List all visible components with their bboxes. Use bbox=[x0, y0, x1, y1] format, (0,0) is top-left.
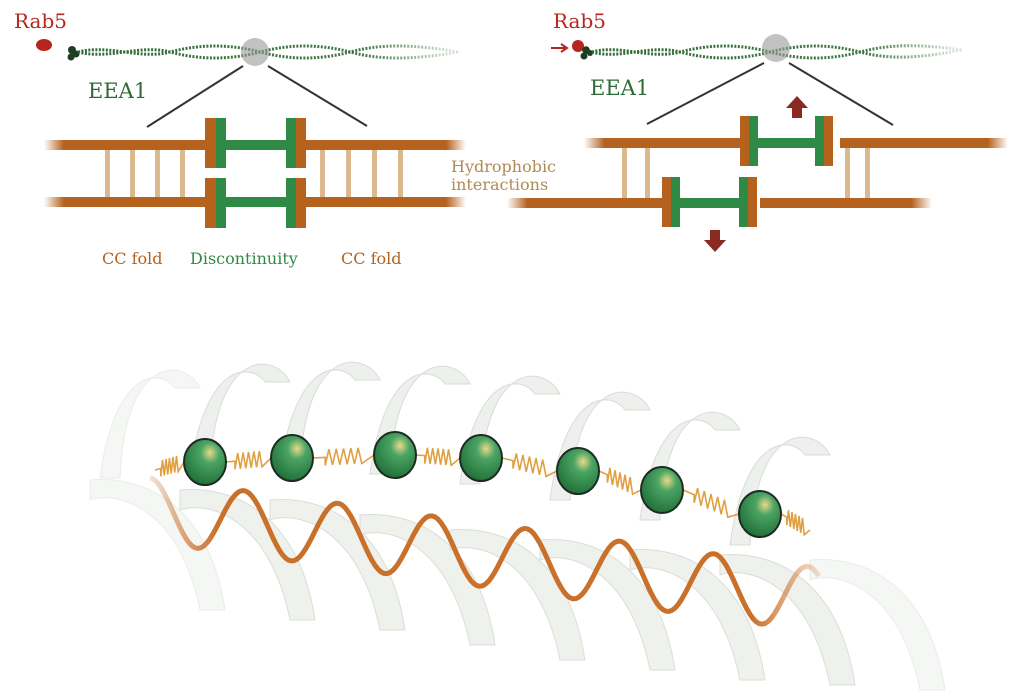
helix-illustration bbox=[89, 361, 946, 691]
helix-ribbon-loop bbox=[99, 369, 201, 479]
spring-connector bbox=[501, 453, 558, 478]
spring-connector bbox=[598, 467, 642, 496]
helix-ribbon-loop bbox=[729, 436, 831, 546]
zoom-line-left-right bbox=[646, 62, 765, 125]
helix-ribbon-loop-lower bbox=[629, 549, 766, 681]
arrow-down-icon bbox=[704, 230, 726, 252]
helix-ribbon-loop-lower bbox=[179, 489, 316, 621]
rab5-molecule bbox=[36, 39, 52, 51]
helix-ribbon-loop-lower bbox=[719, 554, 856, 686]
hydrophobic-rungs-right bbox=[622, 148, 870, 198]
helix-ribbon-loop-lower bbox=[269, 499, 406, 631]
beads bbox=[183, 431, 782, 538]
spring-connectors bbox=[154, 447, 811, 537]
rab5-label-right: Rab5 bbox=[553, 9, 606, 33]
cc-strand-top-shifted-left bbox=[584, 138, 754, 148]
discontinuity-right-bottom bbox=[662, 177, 757, 227]
cc-strand-bottom-left bbox=[44, 197, 210, 207]
green-bead bbox=[459, 434, 503, 482]
cc-strand-bottom-shifted-right bbox=[760, 198, 932, 208]
zoom-region-marker bbox=[241, 38, 269, 66]
cc-strand-bottom-right bbox=[300, 197, 466, 207]
green-bead bbox=[556, 447, 600, 495]
eea1-label-right: EEA1 bbox=[590, 76, 649, 100]
zoom-line-right bbox=[267, 65, 368, 127]
panel-left: Rab5 EEA1 bbox=[14, 9, 466, 268]
eea1-label: EEA1 bbox=[88, 79, 147, 103]
hydrophobic-label-line1: Hydrophobic bbox=[451, 157, 556, 176]
zoom-line-right-right bbox=[788, 62, 894, 126]
spring-connector bbox=[415, 447, 461, 467]
cc-strand-bottom-shifted-left bbox=[507, 198, 677, 208]
arrow-up-icon bbox=[786, 96, 808, 118]
cc-fold-label-right: CC fold bbox=[341, 249, 401, 268]
spring-connector bbox=[312, 447, 375, 466]
cc-strand-top-left bbox=[44, 140, 210, 150]
green-bead bbox=[270, 434, 314, 482]
discontinuity-label: Discontinuity bbox=[190, 249, 298, 268]
helix-ribbon-loop-lower bbox=[449, 529, 586, 661]
spring-connector bbox=[682, 488, 740, 519]
helix-ribbon-loop-lower bbox=[359, 514, 496, 646]
zoom-region-marker-right bbox=[762, 34, 790, 62]
rab5-molecule-bound bbox=[572, 40, 584, 52]
spring-connector bbox=[154, 456, 185, 477]
helix-ribbon-loop-lower bbox=[809, 559, 946, 691]
cc-fold-label-left: CC fold bbox=[102, 249, 162, 268]
panel-right: Rab5 EEA1 bbox=[507, 9, 1008, 252]
cc-strand-top-right bbox=[300, 140, 466, 150]
rab5-arrow bbox=[551, 43, 569, 53]
discontinuity-right-top bbox=[740, 116, 833, 166]
green-bead bbox=[373, 431, 417, 479]
hydrophobic-label-line2: interactions bbox=[451, 175, 548, 194]
spring-connector bbox=[780, 510, 811, 537]
discontinuity-left bbox=[205, 118, 306, 228]
green-bead bbox=[640, 466, 684, 514]
zoom-line-left bbox=[146, 65, 244, 128]
spring-connector bbox=[225, 450, 272, 470]
cc-strand-top-shifted-right bbox=[840, 138, 1008, 148]
hydrophobic-rungs-left bbox=[105, 150, 403, 197]
orange-wave bbox=[149, 475, 822, 627]
helix-ribbon-loop-lower bbox=[539, 539, 676, 671]
helix-ribbon-loop bbox=[549, 391, 651, 501]
green-bead bbox=[183, 438, 227, 486]
green-bead bbox=[738, 490, 782, 538]
rab5-label: Rab5 bbox=[14, 9, 67, 33]
helix-ribbon-loop-lower bbox=[89, 479, 226, 611]
